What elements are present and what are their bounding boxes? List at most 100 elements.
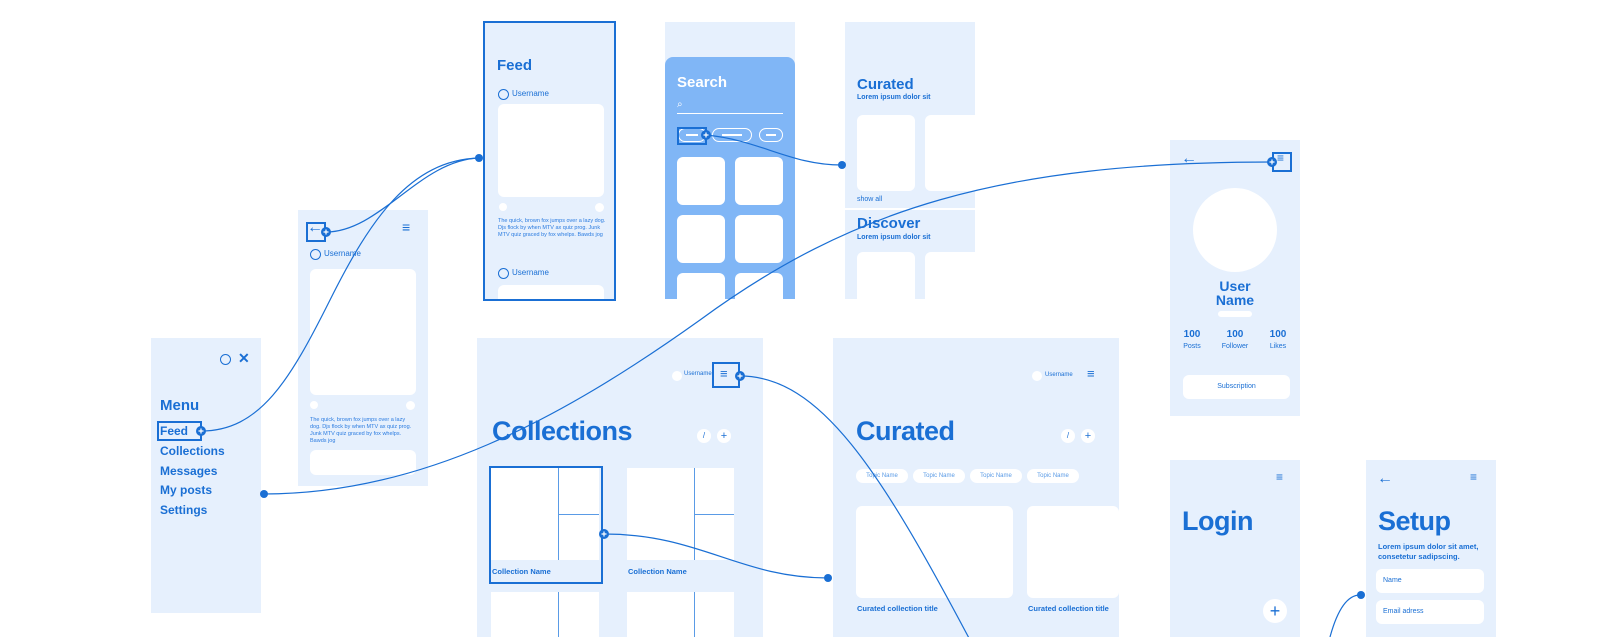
result-tile[interactable] <box>735 215 783 263</box>
menu-item-collections[interactable]: Collections <box>160 444 225 458</box>
curated-tile[interactable] <box>857 115 915 191</box>
username-label: Username <box>324 249 361 258</box>
avatar <box>310 249 321 260</box>
result-tile[interactable] <box>735 157 783 205</box>
filter-chip[interactable] <box>759 128 783 142</box>
setup-screen: ← ≡ Setup Lorem ipsum dolor sit amet, co… <box>1366 460 1496 637</box>
collection-selection-box <box>489 466 603 584</box>
edit-icon[interactable]: / <box>697 429 711 443</box>
bookmark-icon[interactable] <box>595 203 604 212</box>
back-arrow-icon[interactable]: ← <box>1181 150 1197 167</box>
close-icon[interactable]: ✕ <box>238 350 250 366</box>
hamburger-icon[interactable]: ≡ <box>1470 470 1478 484</box>
post-image <box>498 285 604 299</box>
username-label: Username <box>512 268 549 277</box>
connector-endpoint <box>838 161 846 169</box>
connector-collection <box>603 533 829 579</box>
curated-discover-screen: Curated Lorem ipsum dolor sit show all D… <box>845 22 975 299</box>
profile-screen: ← ≡ User Name 100 Posts 100 Follower 100… <box>1170 140 1300 416</box>
result-tile[interactable] <box>735 273 783 299</box>
subscription-button[interactable]: Subscription <box>1183 375 1290 399</box>
connector-endpoint <box>1357 591 1365 599</box>
collection-name: Collection Name <box>628 567 687 576</box>
connector-endpoint <box>475 154 483 162</box>
profile-avatar <box>1193 188 1277 272</box>
topic-chip[interactable]: Topic Name <box>913 469 965 483</box>
feed-screen: Feed Username The quick, brown fox jumps… <box>483 21 616 301</box>
connector-feed <box>200 157 480 432</box>
back-arrow-icon[interactable]: ← <box>1377 470 1393 487</box>
post-caption: The quick, brown fox jumps over a lazy d… <box>498 218 606 238</box>
discover-tile[interactable] <box>857 252 915 299</box>
add-icon[interactable]: + <box>1081 429 1095 443</box>
menu-item-feed[interactable]: Feed <box>160 424 189 438</box>
hamburger-icon[interactable]: ≡ <box>1087 366 1095 381</box>
next-post-card <box>310 450 416 475</box>
email-field[interactable]: Email adress <box>1376 600 1484 624</box>
topic-chip[interactable]: Topic Name <box>856 469 908 483</box>
circle-icon[interactable] <box>220 354 231 365</box>
username-label: Username <box>684 371 712 377</box>
connector-endpoint <box>824 574 832 582</box>
topic-chip[interactable]: Topic Name <box>970 469 1022 483</box>
profile-name-line1: User <box>1219 278 1251 294</box>
curated-tile[interactable] <box>925 115 975 191</box>
menu-item-messages[interactable]: Messages <box>160 464 218 478</box>
setup-title: Setup <box>1378 506 1451 536</box>
avatar <box>498 268 509 279</box>
search-title: Search <box>677 74 728 91</box>
menu-screen: ✕ Menu Feed Collections Messages My post… <box>151 338 261 613</box>
post-image <box>498 104 604 197</box>
hamburger-icon[interactable]: ≡ <box>720 366 728 381</box>
result-tile[interactable] <box>677 273 725 299</box>
post-screen: ← ≡ Username The quick, brown fox jumps … <box>298 210 428 486</box>
result-tile[interactable] <box>677 157 725 205</box>
curated-title: Curated <box>857 76 914 93</box>
like-icon[interactable] <box>310 401 318 409</box>
hamburger-icon[interactable]: ≡ <box>1276 470 1284 484</box>
stat-label: Follower <box>1221 343 1249 350</box>
login-screen: ≡ Login + <box>1170 460 1300 637</box>
discover-tile[interactable] <box>925 252 975 299</box>
collection-tile[interactable] <box>491 468 599 560</box>
feed-title: Feed <box>497 57 533 74</box>
avatar <box>672 371 682 381</box>
collection-tile[interactable] <box>491 592 599 637</box>
topic-chip[interactable]: Topic Name <box>1027 469 1079 483</box>
add-icon[interactable]: + <box>717 429 731 443</box>
curated-screen: Username ≡ Curated / + Topic Name Topic … <box>833 338 1119 637</box>
connector-endpoint <box>260 490 268 498</box>
like-icon[interactable] <box>499 203 507 211</box>
name-field[interactable]: Name <box>1376 569 1484 593</box>
stat-value: 100 <box>1183 329 1201 340</box>
post-image <box>310 269 416 395</box>
profile-name-line2: Name <box>1215 292 1255 308</box>
avatar <box>1032 371 1042 381</box>
curated-collection-tile[interactable] <box>856 506 1013 598</box>
menu-item-my-posts[interactable]: My posts <box>160 483 213 497</box>
menu-item-settings[interactable]: Settings <box>160 503 208 517</box>
curated-collection-tile[interactable] <box>1027 506 1119 598</box>
hamburger-icon[interactable]: ≡ <box>1277 151 1285 165</box>
username-label: Username <box>1045 372 1073 378</box>
hamburger-icon[interactable]: ≡ <box>402 219 411 235</box>
edit-icon[interactable]: / <box>1061 429 1075 443</box>
collection-tile[interactable] <box>627 592 734 637</box>
curated-collection-title: Curated collection title <box>1028 604 1109 613</box>
profile-handle-bar <box>1218 311 1252 317</box>
stat-value: 100 <box>1226 329 1244 340</box>
post-caption: The quick, brown fox jumps over a lazy d… <box>310 417 412 444</box>
result-tile[interactable] <box>677 215 725 263</box>
connector-setup <box>1329 594 1361 637</box>
show-all-link[interactable]: show all <box>857 196 883 203</box>
stat-label: Likes <box>1269 343 1287 350</box>
filter-chip[interactable] <box>712 128 752 142</box>
curated-collection-title: Curated collection title <box>857 604 938 613</box>
bookmark-icon[interactable] <box>406 401 415 410</box>
discover-title: Discover <box>857 215 921 232</box>
add-icon[interactable]: + <box>1263 599 1287 623</box>
connector-profile-menu <box>263 161 1273 495</box>
search-icon[interactable]: ⌕ <box>677 99 683 110</box>
search-input[interactable] <box>677 113 783 114</box>
